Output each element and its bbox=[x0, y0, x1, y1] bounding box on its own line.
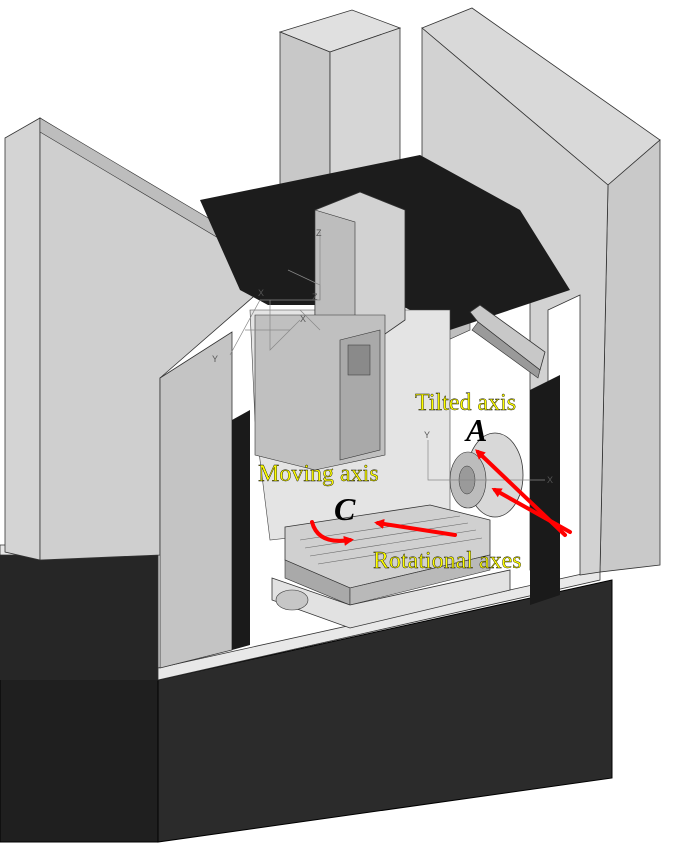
coord-label-y-left: Y bbox=[212, 354, 218, 364]
arrow-to-a bbox=[475, 449, 567, 537]
coord-label-z-top: Z bbox=[316, 228, 322, 238]
coord-label-y-right: Y bbox=[424, 430, 430, 440]
coord-label-x-spindle: X bbox=[258, 288, 264, 298]
label-tilted-axis: Tilted axis bbox=[415, 390, 516, 416]
annotation-arrows bbox=[310, 449, 572, 546]
arrow-c-rotation bbox=[310, 520, 354, 546]
arrow-to-c bbox=[374, 518, 457, 537]
guide-rail bbox=[469, 304, 546, 379]
machine-base bbox=[0, 544, 613, 843]
machine-frame-left bbox=[4, 117, 269, 669]
spindle-head bbox=[254, 191, 406, 471]
label-rotational-axes: Rotational axes bbox=[373, 548, 522, 574]
label-axis-a: A bbox=[464, 412, 487, 448]
arrow-to-trunnion bbox=[491, 488, 572, 534]
label-axis-c: C bbox=[334, 491, 356, 527]
machine-frame-right bbox=[421, 7, 661, 605]
worktable bbox=[271, 504, 511, 629]
label-moving-axis: Moving axis bbox=[258, 461, 379, 487]
coord-label-x-right: X bbox=[547, 475, 553, 485]
machine-column-top bbox=[278, 9, 402, 196]
coord-label-x-lower: X bbox=[300, 314, 306, 324]
coord-label-z-spindle: Z bbox=[312, 292, 318, 302]
spindle-coordinate-frame bbox=[229, 232, 321, 356]
